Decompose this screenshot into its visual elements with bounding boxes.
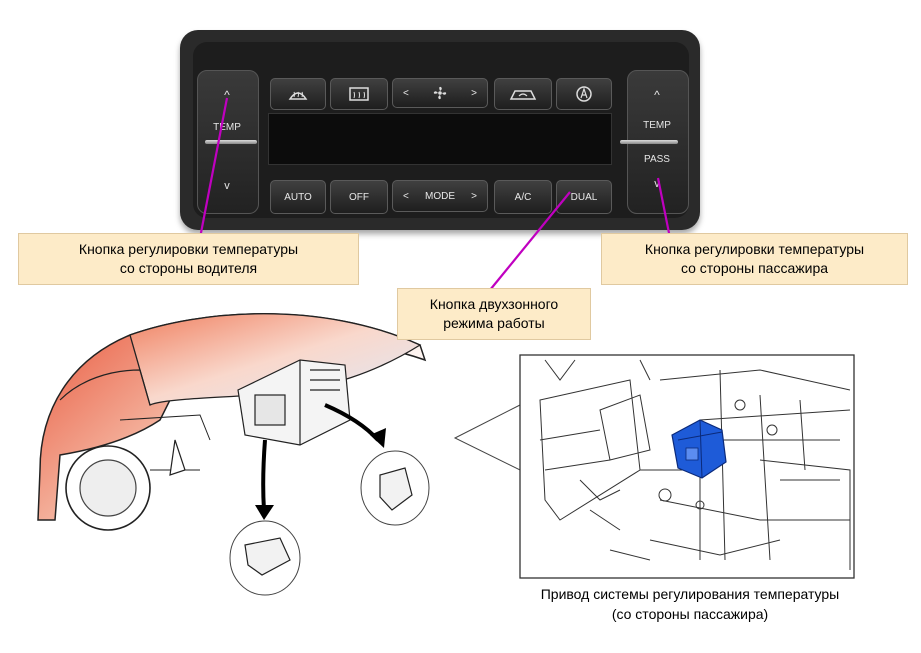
passenger-temp-up-icon[interactable]: ^ <box>654 88 660 102</box>
auto-a-button[interactable] <box>556 78 612 110</box>
recirculation-icon <box>509 90 537 100</box>
driver-temp-up-icon[interactable]: ^ <box>224 88 230 102</box>
driver-temp-label: TEMP <box>213 122 241 133</box>
mode-label: MODE <box>425 190 455 202</box>
pass-label: PASS <box>644 154 670 165</box>
fan-increase-icon[interactable]: > <box>471 87 477 99</box>
dual-callout-line2: режима работы <box>443 315 545 331</box>
driver-callout-line1: Кнопка регулировки температуры <box>78 241 299 257</box>
front-defrost-icon <box>349 87 369 101</box>
caption-line2: (со стороны пассажира) <box>611 606 769 622</box>
rear-defrost-button[interactable] <box>270 78 326 110</box>
driver-temp-callout: Кнопка регулировки температуры со сторон… <box>18 233 359 285</box>
arrow-to-driver-actuator <box>261 439 267 511</box>
fan-decrease-icon[interactable]: < <box>403 87 409 99</box>
recirculation-button[interactable] <box>494 78 552 110</box>
ac-button[interactable]: A/C <box>494 180 552 214</box>
leader-lines <box>198 97 672 291</box>
dual-button[interactable]: DUAL <box>556 180 612 214</box>
passenger-temp-divider <box>620 140 678 144</box>
dual-callout-line1: Кнопка двухзонного <box>429 296 559 312</box>
driver-callout-line2: со стороны водителя <box>119 260 258 276</box>
driver-actuator-detail <box>229 520 301 596</box>
lcd-display <box>268 113 612 165</box>
blue-actuator-highlight <box>671 419 727 479</box>
rear-defrost-icon <box>288 91 308 100</box>
actuator-inset <box>519 354 855 579</box>
passenger-temp-callout: Кнопка регулировки температуры со сторон… <box>601 233 908 285</box>
hvac-unit <box>237 359 351 446</box>
dual-mode-callout: Кнопка двухзонного режима работы <box>397 288 591 340</box>
mode-button[interactable]: < MODE > <box>392 180 488 212</box>
mode-right-icon[interactable]: > <box>471 190 477 202</box>
fan-speed-button[interactable]: < > <box>392 78 488 108</box>
fan-icon <box>433 86 447 100</box>
passenger-temp-label: TEMP <box>643 120 671 131</box>
passenger-callout-line1: Кнопка регулировки температуры <box>644 241 865 257</box>
passenger-actuator-detail <box>360 450 430 526</box>
actuator-caption: Привод системы регулирования температуры… <box>480 584 900 624</box>
caption-line1: Привод системы регулирования температуры <box>540 586 840 602</box>
front-defrost-button[interactable] <box>330 78 388 110</box>
auto-a-icon <box>576 86 592 102</box>
driver-temp-divider <box>205 140 257 144</box>
off-button[interactable]: OFF <box>330 180 388 214</box>
passenger-callout-line2: со стороны пассажира <box>680 260 829 276</box>
passenger-temp-down-icon[interactable]: v <box>654 178 660 190</box>
auto-button[interactable]: AUTO <box>270 180 326 214</box>
driver-temp-down-icon[interactable]: v <box>224 180 230 192</box>
mode-left-icon[interactable]: < <box>403 190 409 202</box>
car-illustration <box>37 313 427 531</box>
